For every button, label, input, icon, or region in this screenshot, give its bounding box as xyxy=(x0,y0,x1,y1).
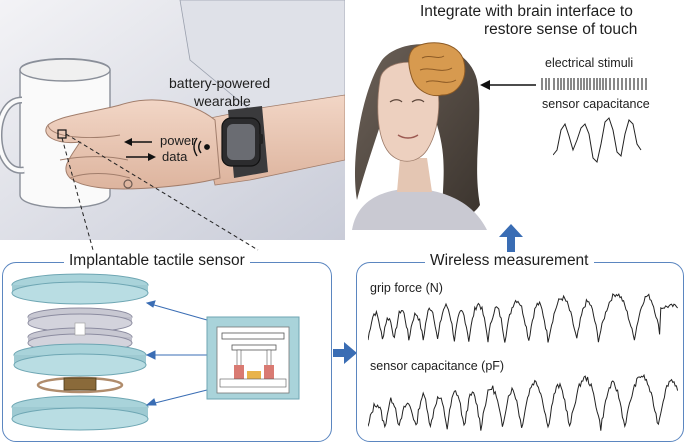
watch-graphic xyxy=(221,106,268,178)
wearable-label-line2: wearable xyxy=(194,93,251,109)
sensor-exploded-view xyxy=(11,273,300,431)
capacitance-mini-trace xyxy=(553,117,642,163)
data-label: data xyxy=(162,149,188,164)
brain-graphic xyxy=(408,42,466,97)
wireless-signal-icon xyxy=(193,137,210,157)
woman-brain-illustration xyxy=(352,42,487,230)
middle-spacer-disc xyxy=(13,343,147,377)
electrical-stimuli-label: electrical stimuli xyxy=(545,56,634,70)
headline-line1: Integrate with brain interface to xyxy=(420,3,633,20)
sensor-capacitance-pf-label: sensor capacitance (pF) xyxy=(370,359,505,373)
grip-force-trace xyxy=(368,293,678,343)
callout-lines xyxy=(61,133,259,251)
grip-force-label: grip force (N) xyxy=(370,281,443,295)
power-label: power xyxy=(160,133,196,148)
top-cap-disc xyxy=(11,273,149,305)
sensor-capacitance-label: sensor capacitance xyxy=(542,97,650,111)
data-arrow xyxy=(126,153,156,161)
hand-mug-illustration xyxy=(0,0,345,240)
cross-section-inset xyxy=(206,316,300,400)
wireless-panel-title: Wireless measurement xyxy=(425,252,594,270)
headline-line2: restore sense of touch xyxy=(484,21,638,38)
up-arrow xyxy=(499,224,523,253)
capacitance-trace xyxy=(368,373,678,431)
stimuli-spike-train xyxy=(541,78,647,90)
right-arrow xyxy=(333,342,357,364)
sensor-panel-title: Implantable tactile sensor xyxy=(64,252,250,270)
wearable-label-line1: battery-powered xyxy=(169,75,271,91)
power-arrow xyxy=(124,138,152,146)
bottom-cap-disc xyxy=(11,395,149,431)
brain-arrow xyxy=(480,80,536,90)
chip-with-coil xyxy=(36,376,124,394)
